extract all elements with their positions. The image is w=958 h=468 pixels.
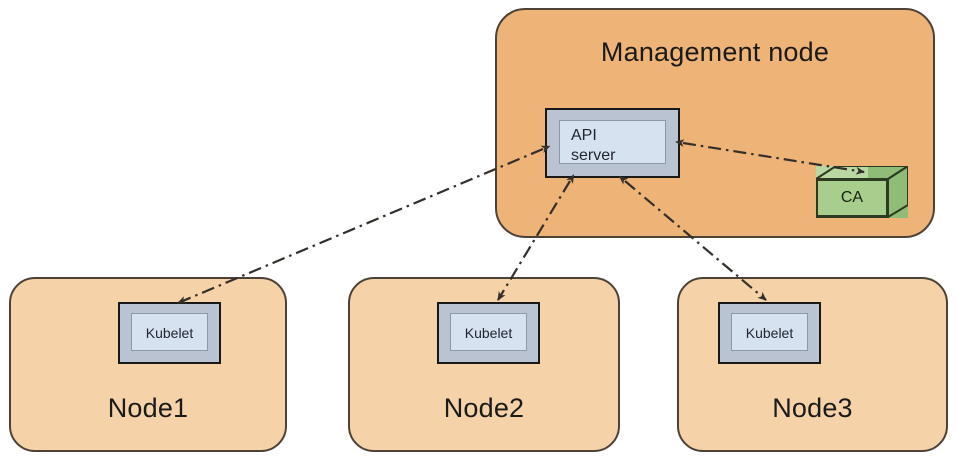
- api-server-box[interactable]: API server: [545, 108, 680, 178]
- api-server-face: [559, 120, 666, 164]
- kubelet-box-node-2[interactable]: Kubelet: [437, 302, 540, 364]
- kubelet-box-node-1[interactable]: Kubelet: [118, 302, 221, 364]
- kubelet-face: [131, 313, 208, 351]
- kubelet-label: Kubelet: [464, 325, 513, 341]
- worker-node-1-label: Node1: [107, 393, 189, 423]
- kubelet-box-node-3[interactable]: Kubelet: [718, 302, 821, 364]
- ca-label: CA: [840, 189, 864, 206]
- kubelet-label: Kubelet: [145, 325, 194, 341]
- ca-box[interactable]: CA: [816, 166, 908, 218]
- api-server-label: API server: [571, 127, 616, 164]
- kubelet-face: [450, 313, 527, 351]
- worker-node-2-label: Node2: [443, 393, 525, 423]
- kubelet-face: [731, 313, 808, 351]
- management-node-label: Management node: [600, 37, 830, 67]
- worker-node-3-label: Node3: [772, 393, 853, 423]
- kubelet-label: Kubelet: [745, 325, 794, 341]
